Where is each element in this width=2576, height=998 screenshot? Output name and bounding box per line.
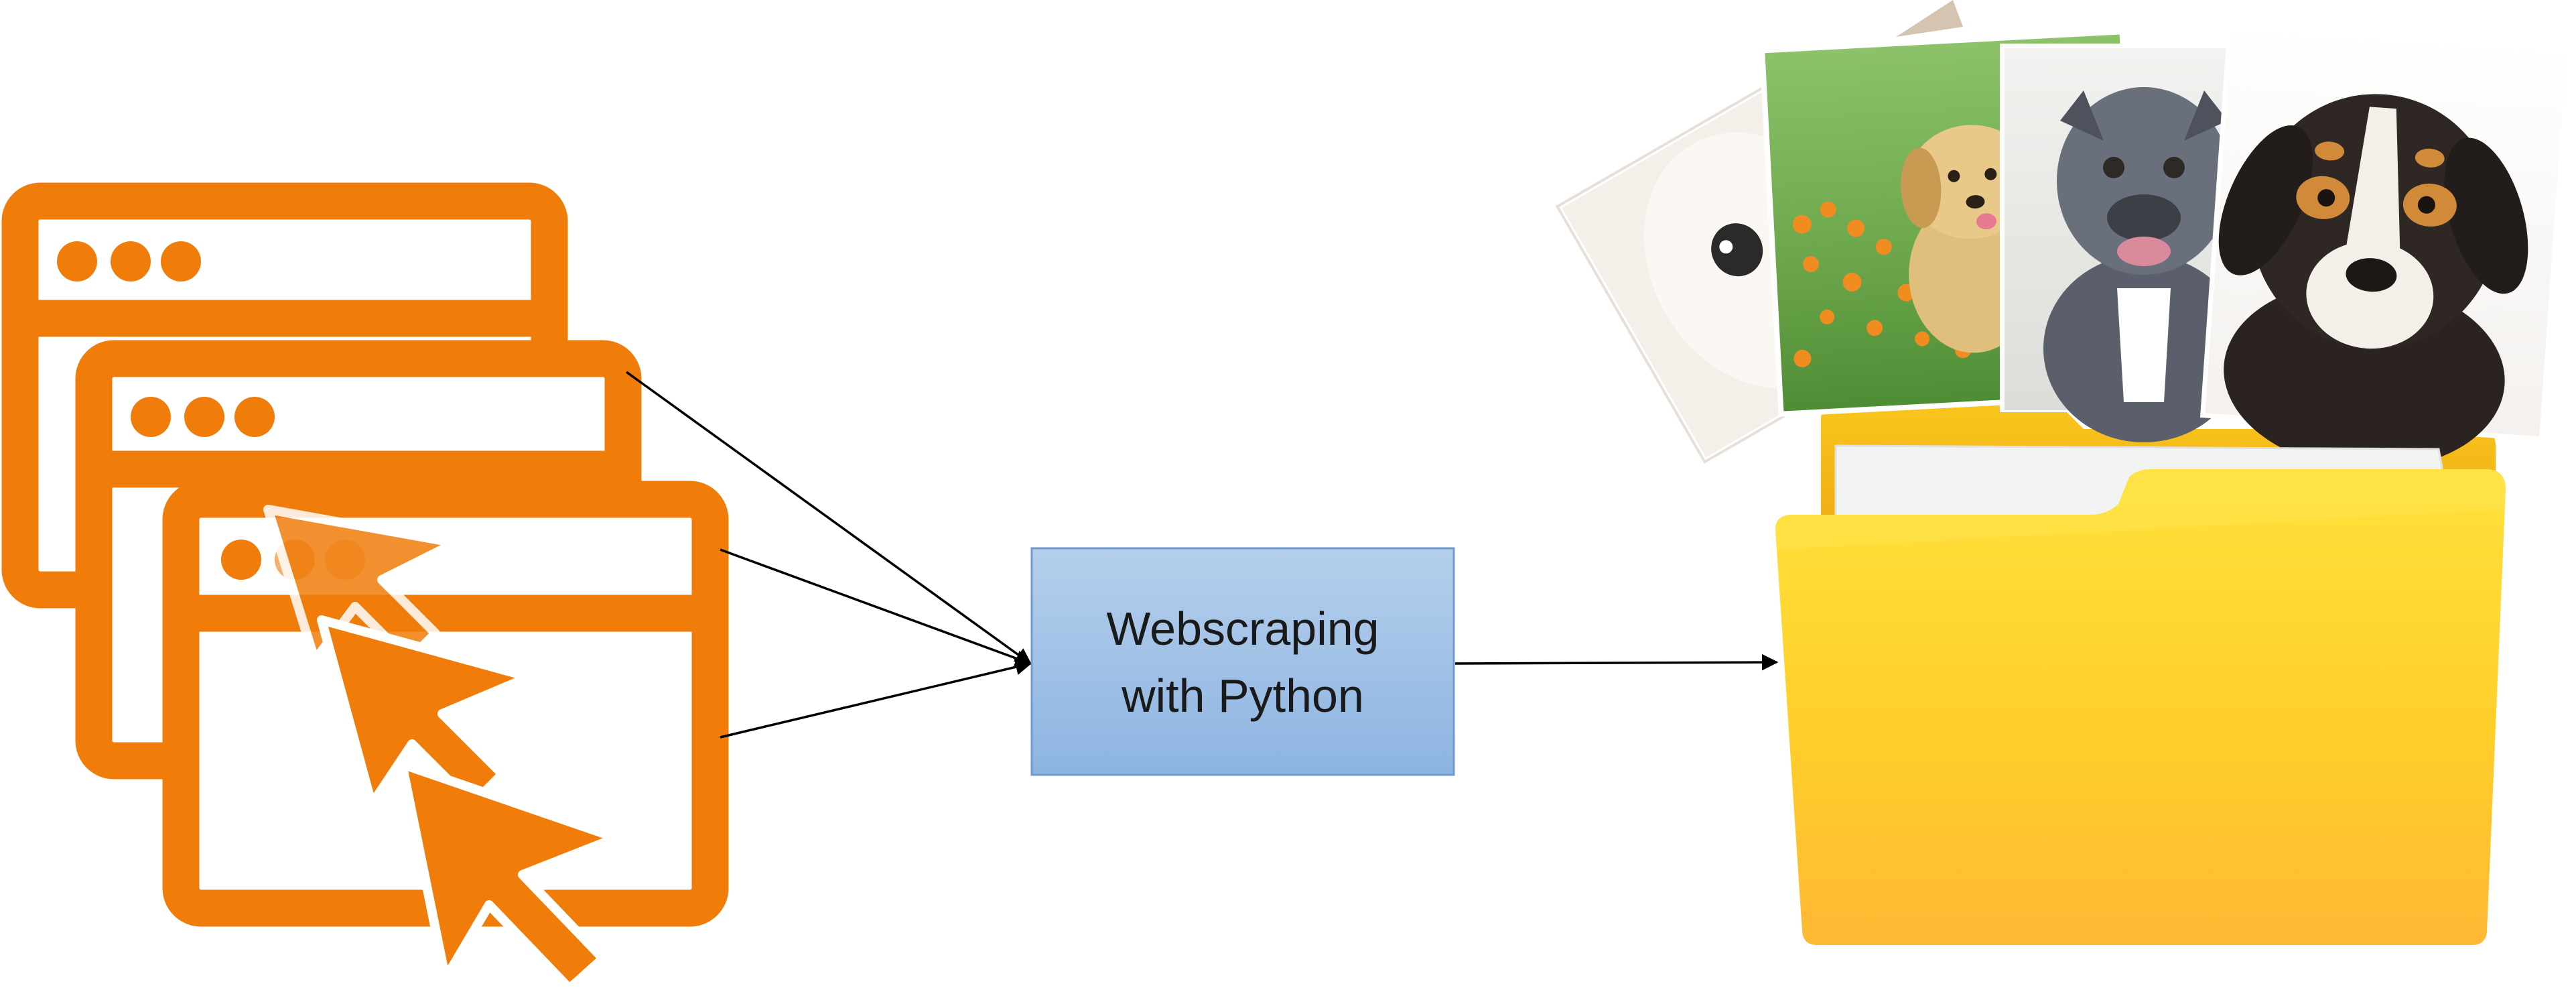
photo-corner-icon [1896, 0, 1963, 37]
arrow-from-window-2 [720, 548, 1032, 666]
input-arrows [625, 371, 1032, 739]
arrow-from-window-1 [625, 371, 1032, 665]
browser-windows-with-cursor-icon [1, 182, 729, 993]
cursor-arrow-icon [263, 505, 621, 993]
process-box-label-line2: with Python [1121, 670, 1364, 722]
folder-with-photos-icon [1555, 0, 2573, 945]
output-arrow [1454, 653, 1779, 671]
arrow-from-window-3 [720, 659, 1032, 739]
photo-tricolor-puppy-icon [2199, 16, 2573, 470]
process-box: Webscraping with Python [1030, 547, 1455, 776]
process-box-label-line1: Webscraping [1106, 603, 1379, 655]
folder-front-icon [1775, 469, 2506, 945]
folder-highlight-icon [1775, 469, 2506, 550]
